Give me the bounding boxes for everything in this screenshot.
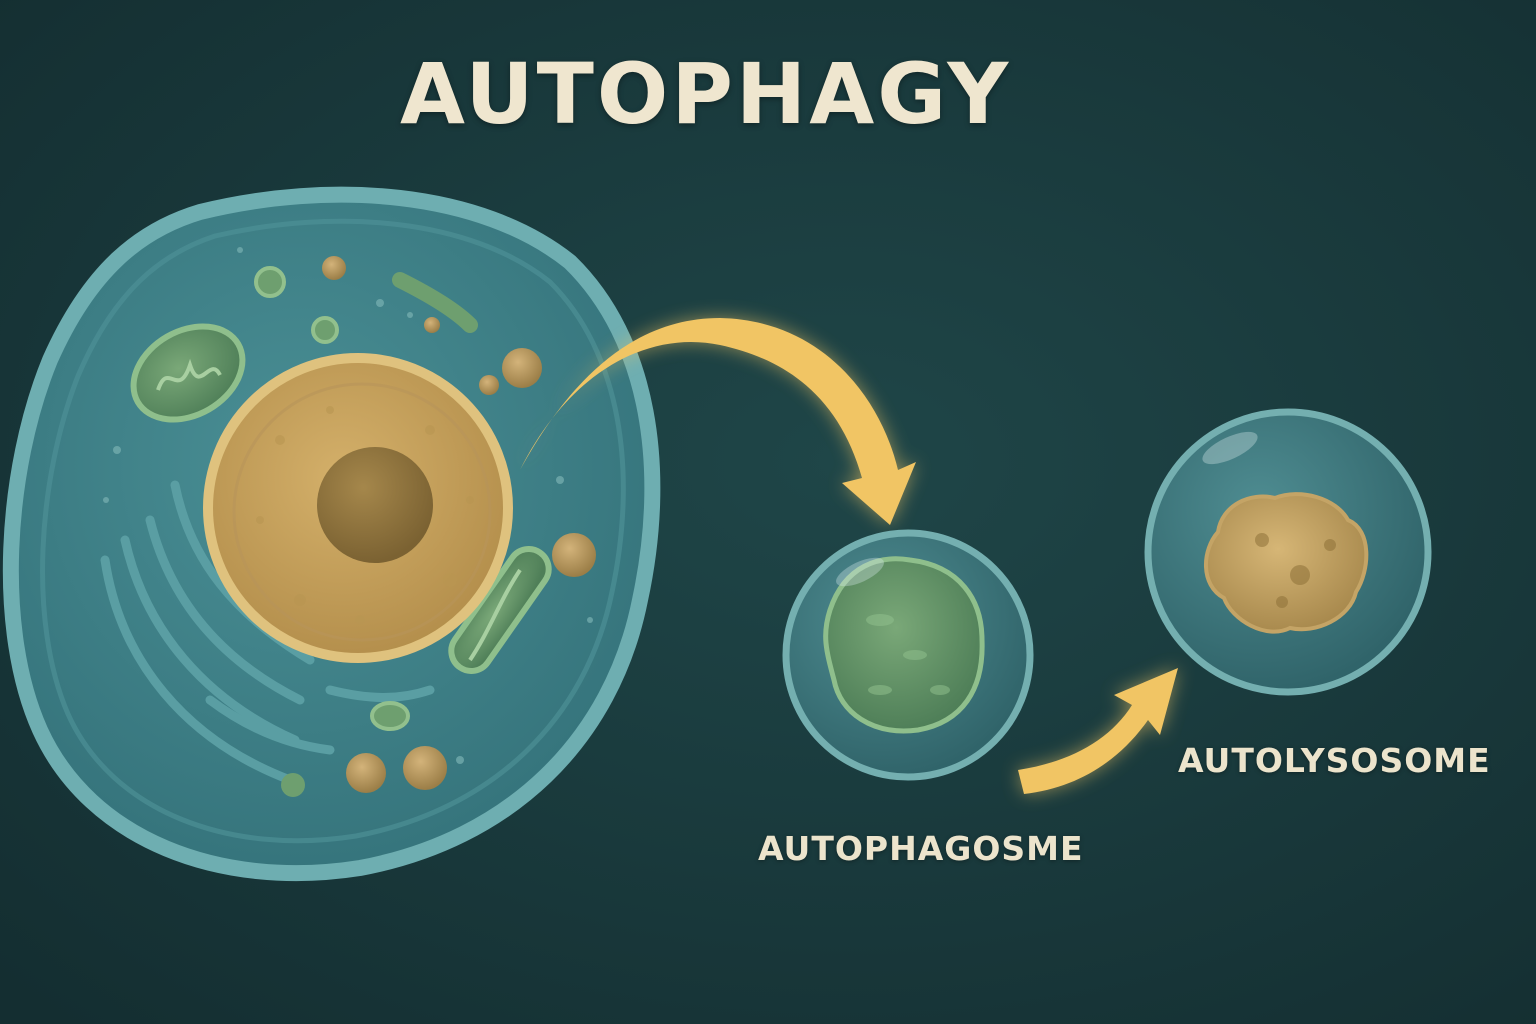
granule-7 — [403, 746, 447, 790]
granule-2 — [502, 348, 542, 388]
granule-1 — [322, 256, 346, 280]
autolysosome-label: AUTOLYSOSOME — [1178, 741, 1491, 780]
granule-3 — [479, 375, 499, 395]
autophagosome-highlight — [836, 557, 884, 587]
mitochondrion-1 — [130, 323, 246, 423]
granule-8 — [281, 773, 305, 797]
vesicle-green-3 — [370, 701, 410, 731]
vesicle-green-2 — [311, 316, 339, 344]
mitochondrion-3 — [392, 272, 478, 333]
granule-6 — [346, 753, 386, 793]
autophagosome-label: AUTOPHAGOSME — [758, 829, 1084, 868]
arrow-cell-to-autophagosome — [520, 318, 916, 525]
autolysosome-highlight — [1202, 431, 1258, 465]
autolysosome-cargo — [1204, 492, 1369, 634]
autolysosome-cargo-texture — [1255, 533, 1336, 608]
autophagosome-cargo-texture — [866, 614, 950, 695]
cell-inner-membrane — [40, 218, 626, 844]
granule-5 — [552, 533, 596, 577]
vesicle-green-1 — [254, 266, 286, 298]
autolysosome — [1144, 408, 1432, 696]
granule-4 — [424, 317, 440, 333]
arrow-autophagosome-to-autolysosome — [1018, 668, 1178, 794]
cytoplasm-speckles — [103, 247, 593, 764]
autophagosome — [782, 529, 1034, 781]
nucleolus — [317, 447, 433, 563]
nucleus-inner-ring — [232, 382, 492, 642]
cell — [2, 186, 661, 882]
nucleus-texture — [256, 406, 474, 625]
diagram-title: AUTOPHAGY — [400, 45, 1012, 143]
endoplasmic-reticulum — [100, 480, 435, 785]
